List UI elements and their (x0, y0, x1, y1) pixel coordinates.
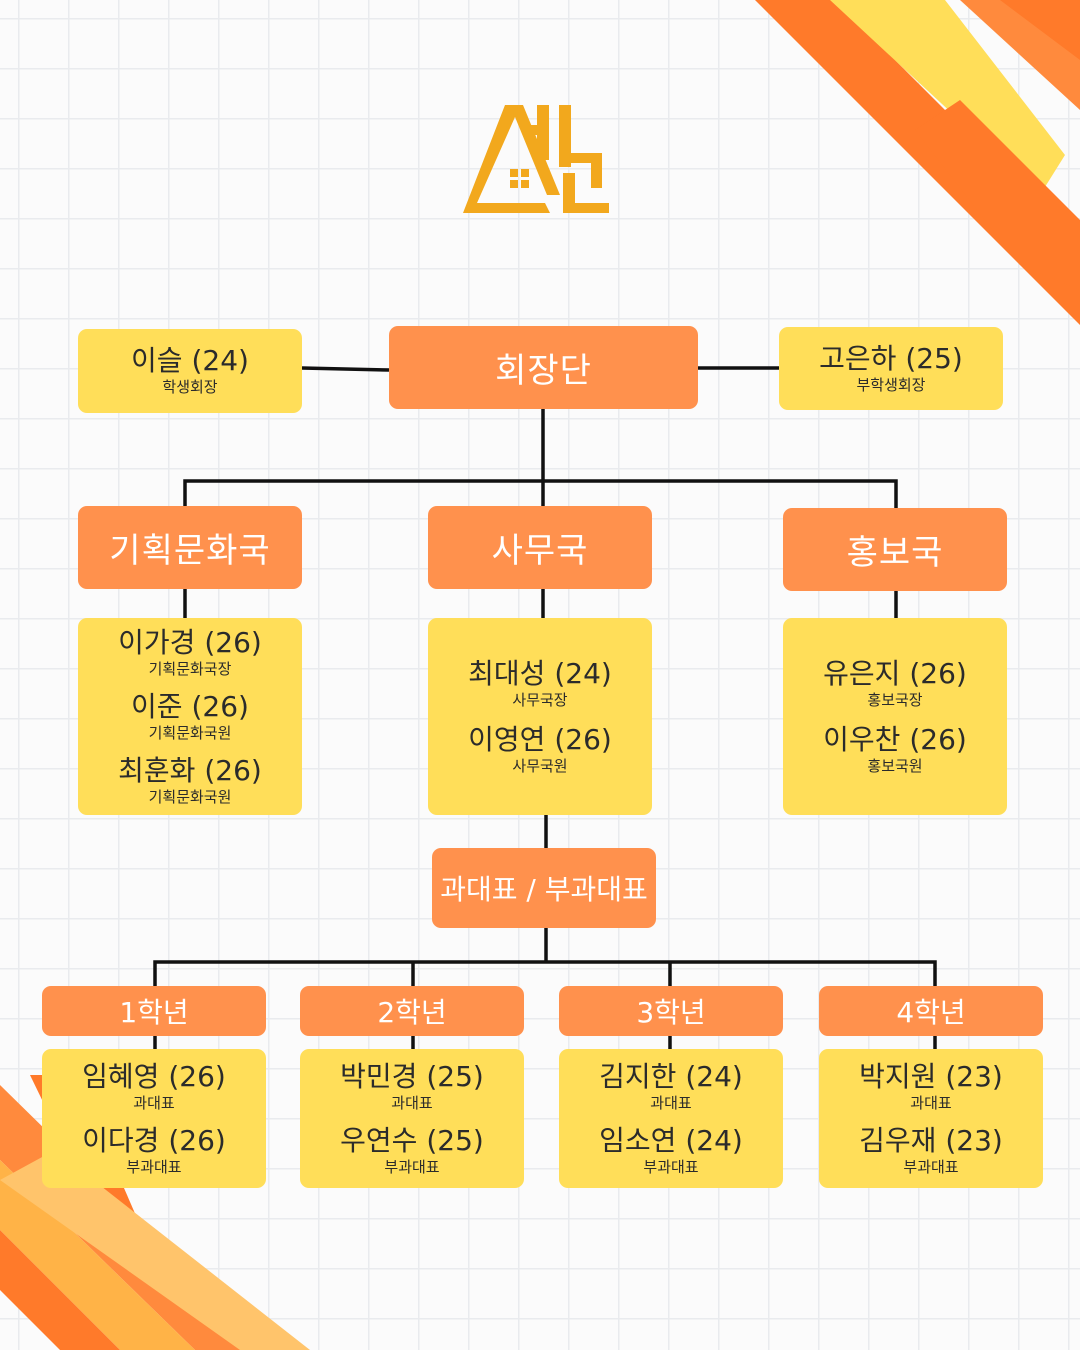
member-name: 박지원 (23) (859, 1059, 1003, 1093)
grade-title: 3학년 (636, 996, 706, 1029)
connector-left-vp (301, 366, 390, 372)
member-name: 이다경 (26) (82, 1123, 226, 1157)
grade-header-3: 3학년 (559, 986, 783, 1036)
department-title: 사무국 (491, 531, 589, 571)
member-name: 임혜영 (26) (82, 1059, 226, 1093)
member-role: 기획문화국원 (148, 723, 232, 742)
member-role: 기획문화국장 (148, 659, 232, 678)
department-title: 홍보국 (846, 533, 944, 573)
leadership-header: 회장단 (389, 326, 698, 409)
department-title: 기획문화국 (109, 531, 271, 571)
vice-president-card: 고은하 (25) 부학생회장 (779, 327, 1003, 410)
representatives-header: 과대표 / 부과대표 (432, 848, 656, 928)
department-members-planning-culture: 이가경 (26) 기획문화국장 이준 (26) 기획문화국원 최훈화 (26) … (78, 618, 302, 815)
member-role: 기획문화국원 (148, 787, 232, 806)
grade-title: 1학년 (119, 996, 189, 1029)
president-role: 학생회장 (162, 378, 218, 396)
grade-members-3: 김지한 (24) 과대표 임소연 (24) 부과대표 (559, 1049, 783, 1188)
member-role: 부과대표 (126, 1157, 182, 1176)
member-name: 임소연 (24) (599, 1123, 743, 1157)
department-members-publicity: 유은지 (26) 홍보국장 이우찬 (26) 홍보국원 (783, 618, 1007, 815)
member-name: 김우재 (23) (859, 1123, 1003, 1157)
member-role: 과대표 (133, 1093, 175, 1112)
vice-president-name: 고은하 (25) (819, 341, 963, 375)
member-name: 우연수 (25) (340, 1123, 484, 1157)
member-role: 홍보국원 (867, 756, 923, 775)
member-role: 과대표 (650, 1093, 692, 1112)
grade-header-2: 2학년 (300, 986, 524, 1036)
member-name: 이영연 (26) (468, 722, 612, 756)
member-name: 박민경 (25) (340, 1059, 484, 1093)
department-header-secretariat: 사무국 (428, 506, 652, 589)
member-role: 부과대표 (384, 1157, 440, 1176)
grade-members-2: 박민경 (25) 과대표 우연수 (25) 부과대표 (300, 1049, 524, 1188)
member-role: 과대표 (910, 1093, 952, 1112)
department-members-secretariat: 최대성 (24) 사무국장 이영연 (26) 사무국원 (428, 618, 652, 815)
member-name: 유은지 (26) (823, 656, 967, 690)
grade-header-4: 4학년 (819, 986, 1043, 1036)
member-name: 김지한 (24) (599, 1059, 743, 1093)
member-role: 사무국원 (512, 756, 568, 775)
member-role: 사무국장 (512, 690, 568, 709)
grade-members-1: 임혜영 (26) 과대표 이다경 (26) 부과대표 (42, 1049, 266, 1188)
member-name: 최대성 (24) (468, 656, 612, 690)
member-name: 이우찬 (26) (823, 722, 967, 756)
member-name: 이가경 (26) (118, 625, 262, 659)
member-role: 홍보국장 (867, 690, 923, 709)
member-name: 최훈화 (26) (118, 753, 262, 787)
member-name: 이준 (26) (131, 689, 249, 723)
grade-title: 4학년 (896, 996, 966, 1029)
president-name: 이슬 (24) (131, 344, 249, 377)
representatives-title: 과대표 / 부과대표 (440, 873, 648, 906)
department-header-publicity: 홍보국 (783, 508, 1007, 591)
member-role: 과대표 (391, 1093, 433, 1112)
grade-title: 2학년 (377, 996, 447, 1029)
grade-header-1: 1학년 (42, 986, 266, 1036)
department-header-planning-culture: 기획문화국 (78, 506, 302, 589)
leadership-title: 회장단 (495, 351, 592, 391)
connector-grades-bar (153, 960, 937, 986)
grade-members-4: 박지원 (23) 과대표 김우재 (23) 부과대표 (819, 1049, 1043, 1188)
vice-president-role: 부학생회장 (856, 375, 926, 394)
member-role: 부과대표 (643, 1157, 699, 1176)
connector-departments-bar (183, 479, 898, 508)
member-role: 부과대표 (903, 1157, 959, 1176)
president-card: 이슬 (24) 학생회장 (78, 329, 302, 413)
seda-house-logo-icon (463, 105, 609, 213)
